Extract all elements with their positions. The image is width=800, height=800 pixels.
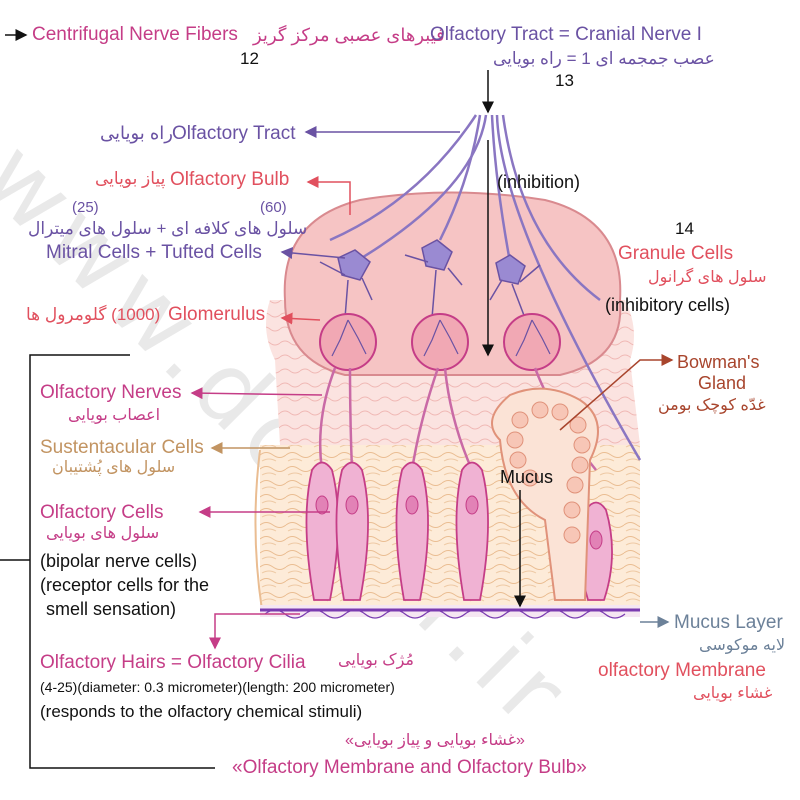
mitral-cells [337,239,526,285]
olfactory-cells-note-3: smell sensation) [46,599,177,619]
olfactory-cells-note-1: (bipolar nerve cells) [40,551,198,571]
olfactory-bulb-en: Olfactory Bulb [170,169,290,190]
glomeruli [319,313,561,371]
granule-cells-note: (inhibitory cells) [605,295,731,315]
olfactory-bulb-fa: پیاز بویایی [95,169,166,188]
number-14: 14 [675,219,694,238]
left-bracket [0,354,215,769]
olfactory-cells-fa: سلول های بویایی [46,525,160,542]
mucus-layer-en: Mucus Layer [674,612,783,633]
olfactory-tract-fibers [329,114,642,461]
cranial-nerve-fa: عصب جمجمه ای 1 = راه بویایی [493,49,715,68]
olfactory-tract-en: Olfactory Tract [172,123,296,144]
granule-cells-fa: سلول های گرانول [648,269,767,286]
olfactory-nerves-en: Olfactory Nerves [40,382,182,403]
olfactory-hairs-dimensions: (4-25)(diameter: 0.3 micrometer)(length:… [40,679,395,695]
glomerulus-en: Glomerulus [168,304,266,325]
olfactory-cells-en: Olfactory Cells [40,502,164,523]
mitral-dendrites [319,254,541,319]
sustentacular-cells-fa: سلول های پُشتیبان [52,459,176,476]
receptor-nuclei [315,495,603,550]
footer-title-fa: «غشاء بویایی و پیاز بویایی» [345,732,525,749]
mucus-layer-fa: لایه موکوسی [699,637,786,654]
bowmans-gland-shape [491,387,599,601]
glomerulus-branches [331,319,551,357]
number-60: (60) [260,199,287,216]
footer-title-en: «Olfactory Membrane and Olfactory Bulb» [232,757,587,778]
pointer-arrows [5,29,674,650]
sustentacular-cells-en: Sustentacular Cells [40,437,204,458]
mitral-tufted-fa: سلول های کلافه ای + سلول های میترال [28,219,308,238]
olfactory-tract-fa: راه بویایی [100,123,173,143]
olfactory-hairs-fa: مُژک بویایی [338,652,414,669]
olfactory-hairs-note: (responds to the olfactory chemical stim… [40,702,363,721]
olfactory-membrane-en: olfactory Membrane [598,660,766,681]
bowmans-gland-en-line1: Bowman's [677,352,760,372]
glomerulus-fa: (1000) گلومرول ها [26,305,161,324]
olfactory-nerves-fa: اعصاب بویایی [68,407,161,424]
inhibition-label: (inhibition) [497,172,581,192]
number-25: (25) [72,199,99,216]
centrifugal-fibers-en: Centrifugal Nerve Fibers [32,24,238,45]
mitral-tufted-en: Mitral Cells + Tufted Cells [46,242,262,263]
number-12: 12 [240,49,259,68]
mucus-layer-shape [260,605,640,619]
olfactory-membrane-fa: غشاء بویایی [693,685,773,702]
number-13: 13 [555,71,574,90]
mucus-label: Mucus [500,467,554,487]
granule-cells-en: Granule Cells [618,243,734,264]
bowmans-gland-en-line2: Gland [698,373,747,393]
olfactory-hairs-en: Olfactory Hairs = Olfactory Cilia [40,652,306,673]
centrifugal-fibers-fa: فیبرهای عصبی مرکز گریز [253,25,445,45]
bowmans-gland-fa: غدّه کوچک بومن [658,397,766,414]
cranial-nerve-en: Olfactory Tract = Cranial Nerve I [430,24,702,45]
olfactory-receptor-cells [305,461,613,601]
olfactory-cells-note-2: (receptor cells for the [40,575,210,595]
